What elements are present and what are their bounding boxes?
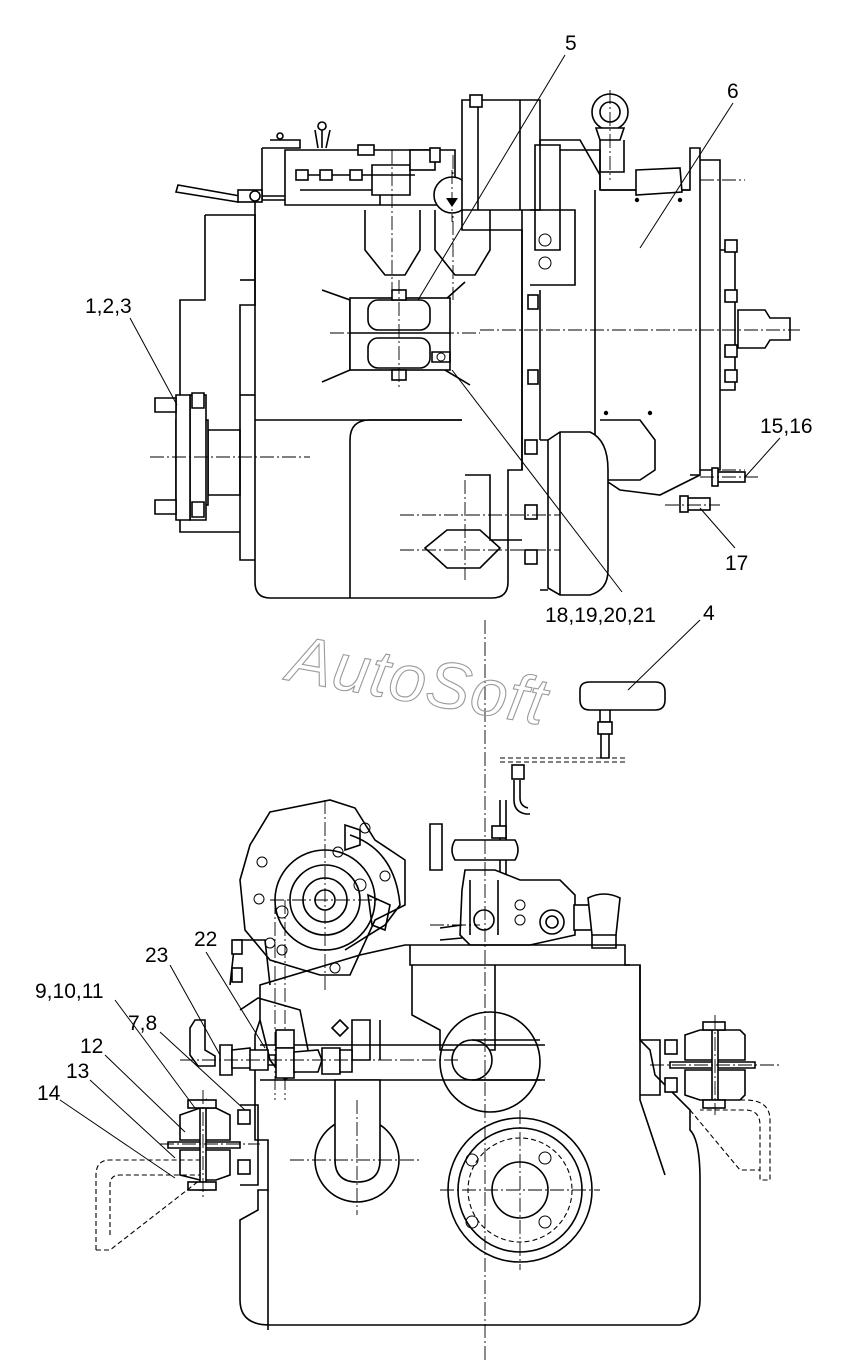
callout-15-16: 15,16 (760, 415, 813, 438)
callout-9-10-11: 9,10,11 (35, 980, 104, 1003)
callout-23: 23 (145, 944, 168, 967)
callout-13: 13 (66, 1060, 89, 1083)
callout-22: 22 (194, 928, 217, 951)
side-view (150, 90, 800, 599)
callout-18-19-20-21: 18,19,20,21 (545, 604, 656, 627)
callout-5: 5 (565, 32, 577, 55)
leader-lines (59, 54, 781, 1179)
callout-1-2-3: 1,2,3 (85, 295, 132, 318)
callout-4: 4 (703, 602, 715, 625)
callout-7-8: 7,8 (128, 1012, 157, 1035)
callout-14: 14 (37, 1082, 61, 1105)
callout-17: 17 (725, 552, 748, 575)
callout-6: 6 (727, 80, 739, 103)
callouts: 5 6 1,2,3 15,16 17 18,19,20,21 4 22 23 9… (35, 32, 813, 1105)
watermark-text: AutoSoft (279, 620, 555, 739)
callout-12: 12 (80, 1035, 103, 1058)
rear-view (95, 620, 780, 1360)
